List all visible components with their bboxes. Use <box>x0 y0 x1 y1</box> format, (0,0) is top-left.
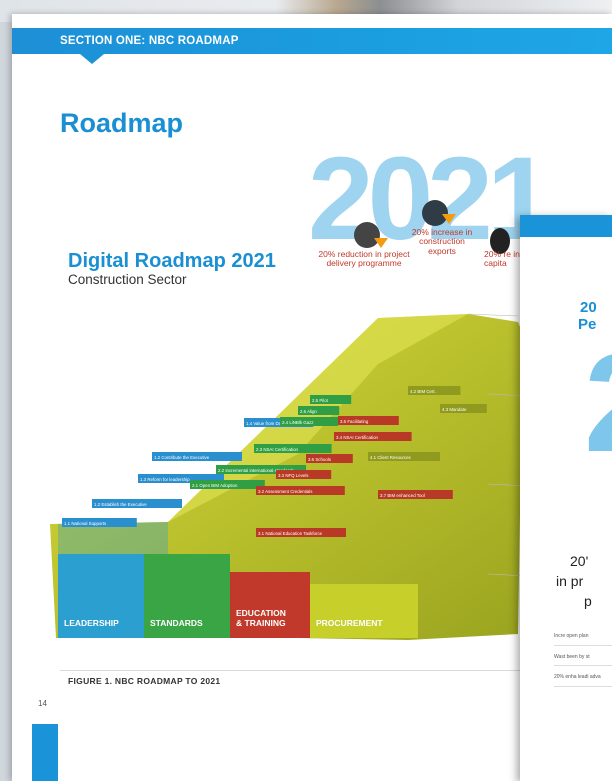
milestone-tag <box>408 386 461 395</box>
milestone-label: 2.3 NSAI Certification <box>256 447 299 452</box>
milestone-label: 3.4 NSAI Certification <box>336 435 379 440</box>
milestone-label: 4.1 Client Resources <box>370 455 412 460</box>
milestone-tag <box>280 417 338 426</box>
page2-bullet-list: Incre open plan Wast been by st 20% enha… <box>554 633 612 695</box>
milestone-tag <box>256 486 345 495</box>
kpi-delivery: 20% reduction in project delivery progra… <box>318 249 410 269</box>
pillar-block <box>230 572 310 638</box>
pillar-label: LEADERSHIP <box>64 618 119 628</box>
milestone-label: 2.1 Open BIM Adoption <box>192 483 238 488</box>
euro-icon <box>490 228 510 254</box>
pillar-label: PROCUREMENT <box>316 618 383 628</box>
milestone-tag <box>298 406 340 415</box>
milestone-tag <box>190 480 265 489</box>
milestone-tag <box>440 404 487 413</box>
section-header-bar: SECTION ONE: NBC ROADMAP <box>12 28 612 64</box>
milestone-tag <box>276 470 332 479</box>
milestone-label: 3.6 Schools <box>308 457 332 462</box>
pillar-block <box>58 554 144 638</box>
milestone-tag <box>256 528 346 537</box>
milestone-tag <box>378 490 453 499</box>
page-number: 14 <box>38 699 47 708</box>
milestone-label: 1.1 National Supports <box>64 521 107 526</box>
page2-stat-line1: 20' <box>570 553 589 569</box>
milestone-label: 2.6 Align <box>300 409 317 414</box>
page2-stat-line3: p <box>584 593 592 609</box>
page-edge-accent <box>32 724 58 781</box>
page2-bullet: 20% enha leadi adva <box>554 674 612 687</box>
overlapping-page: 20 Pe 2 20' in pr p Incre open plan Wast… <box>520 215 612 781</box>
milestone-tag <box>254 444 332 453</box>
milestone-label: 3.7 BIM enhanced Tool <box>380 493 425 498</box>
milestone-tag <box>334 432 412 441</box>
milestone-label: 4.3 Mandate <box>442 407 467 412</box>
arrow-icon <box>442 214 456 224</box>
milestone-label: 3.5 Facilitating <box>340 419 369 424</box>
page2-heading-line2: Pe <box>578 316 597 333</box>
milestone-tag <box>368 452 440 461</box>
milestone-label: 1.2 Contribute the Executive <box>154 455 210 460</box>
pillar-label: & TRAINING <box>236 618 286 628</box>
milestone-label: 1.3 Reform for leadership <box>140 477 190 482</box>
page2-heading-line1: 20 <box>580 299 597 316</box>
milestone-tag <box>244 418 314 427</box>
page2-big-number: 2 <box>584 333 612 473</box>
page-title: Roadmap <box>60 108 184 138</box>
milestone-tag <box>62 518 137 527</box>
pillar-label: EDUCATION <box>236 608 286 618</box>
milestone-label: 4.2 BIM Cert. <box>410 389 436 394</box>
pillar-label: STANDARDS <box>150 618 203 628</box>
page2-bullet: Wast been by st <box>554 654 612 666</box>
page2-stat-line2: in pr <box>556 573 584 589</box>
caption-divider <box>60 670 532 671</box>
document-page: SECTION ONE: NBC ROADMAP Roadmap 2021 Di… <box>12 14 612 781</box>
milestone-tag <box>338 416 399 425</box>
milestone-tag <box>310 395 352 404</box>
figure-title: Digital Roadmap 2021 <box>68 250 276 272</box>
roadmap-staircase-chart: LEADERSHIP STANDARDS EDUCATION& TRAINING PR… <box>50 313 529 640</box>
figure-subtitle: Construction Sector <box>68 272 187 287</box>
kpi-capital: 20% re in capita <box>484 249 520 269</box>
milestone-tag <box>138 474 224 483</box>
arrow-icon <box>374 238 388 248</box>
milestone-label: 3.2 Assessment Credentials <box>258 489 313 494</box>
pillar-block <box>310 584 418 638</box>
big-year-graphic: 2021 <box>308 133 553 265</box>
pillar-block <box>144 554 230 638</box>
figure-caption: FIGURE 1. NBC ROADMAP TO 2021 <box>68 676 221 686</box>
milestone-label: 1.4 Value from Data <box>246 421 285 426</box>
milestone-label: 2.5 Pilot <box>312 398 329 403</box>
milestone-label: 3.1 National Education Taskforce <box>258 531 323 536</box>
section-tab-pointer <box>80 54 104 64</box>
milestone-label: 2.4 LiNBlk Gazz <box>282 420 313 425</box>
kpi-exports: 20% increase in construction exports <box>411 227 473 256</box>
section-label: SECTION ONE: NBC ROADMAP <box>60 35 239 47</box>
milestone-label: 1.2 Establish the Executive <box>94 502 147 507</box>
page2-header-bar <box>520 215 612 237</box>
milestone-label: 2.2 Incremental international standards <box>218 468 295 473</box>
milestone-tag <box>92 499 182 508</box>
milestone-tag <box>306 454 353 463</box>
milestone-tag <box>152 452 242 461</box>
milestone-tag <box>216 465 306 474</box>
page2-bullet: Incre open plan <box>554 633 612 646</box>
milestone-label: 3.3 NFQ Levels <box>278 473 309 478</box>
